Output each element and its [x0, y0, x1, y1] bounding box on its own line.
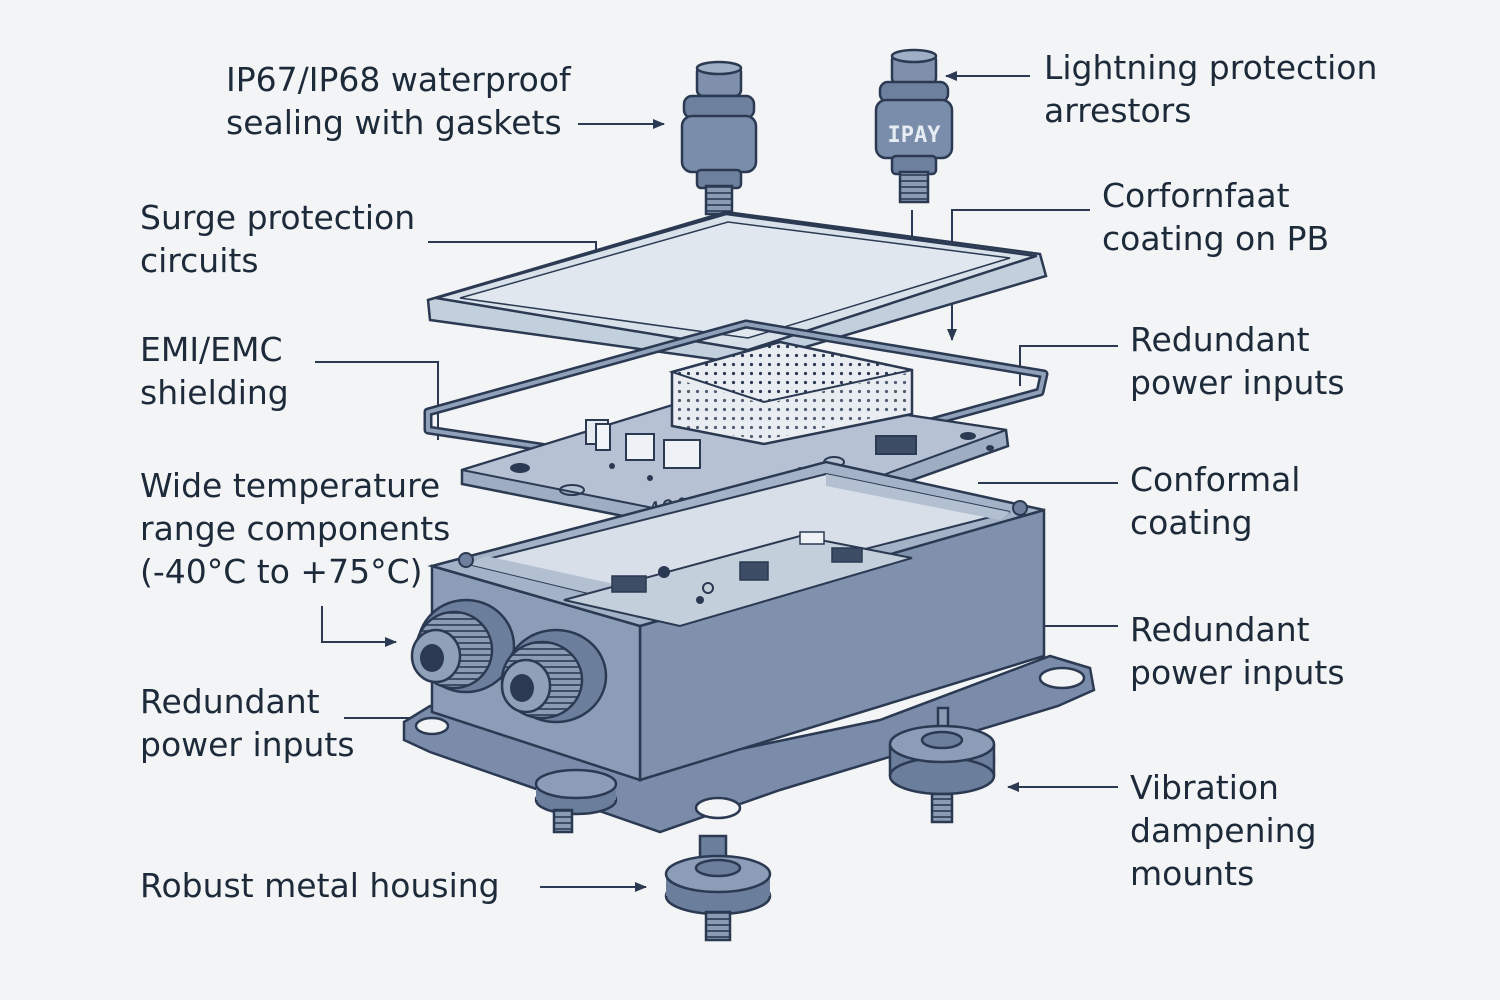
label-wide-temperature: Wide temperature range components (-40°C… [140, 466, 451, 591]
arrestor-marking: IPAY [888, 123, 942, 148]
label-surge-protection: Surge protection circuits [140, 198, 416, 280]
label-conformal-coating: Conformal coating [1130, 460, 1301, 542]
cable-gland-2 [500, 628, 608, 724]
label-vibration-mounts: Vibration dampening mounts [1130, 768, 1317, 893]
vibration-mount-bottom [664, 834, 772, 942]
transparent-lid [426, 210, 1048, 366]
label-metal-housing: Robust metal housing [140, 866, 500, 905]
vibration-mount-left [534, 768, 618, 834]
waterproof-connector [680, 60, 758, 216]
cable-gland-1 [410, 598, 516, 694]
pcb-board [460, 340, 1010, 542]
label-redundant-power-top: Redundant power inputs [1130, 320, 1345, 402]
label-emi-shielding: EMI/EMC shielding [140, 330, 289, 412]
label-corfornfaat-coating: Corfornfaat coating on PB [1102, 176, 1330, 258]
label-lightning-arrestors: Lightning protection arrestors [1044, 48, 1378, 130]
label-redundant-power-mid: Redundant power inputs [1130, 610, 1345, 692]
label-waterproof-sealing: IP67/IP68 waterproof sealing with gasket… [226, 60, 571, 142]
lightning-arrestor [874, 48, 954, 204]
vibration-mount-right [888, 706, 996, 824]
label-redundant-power-left: Redundant power inputs [140, 682, 355, 764]
